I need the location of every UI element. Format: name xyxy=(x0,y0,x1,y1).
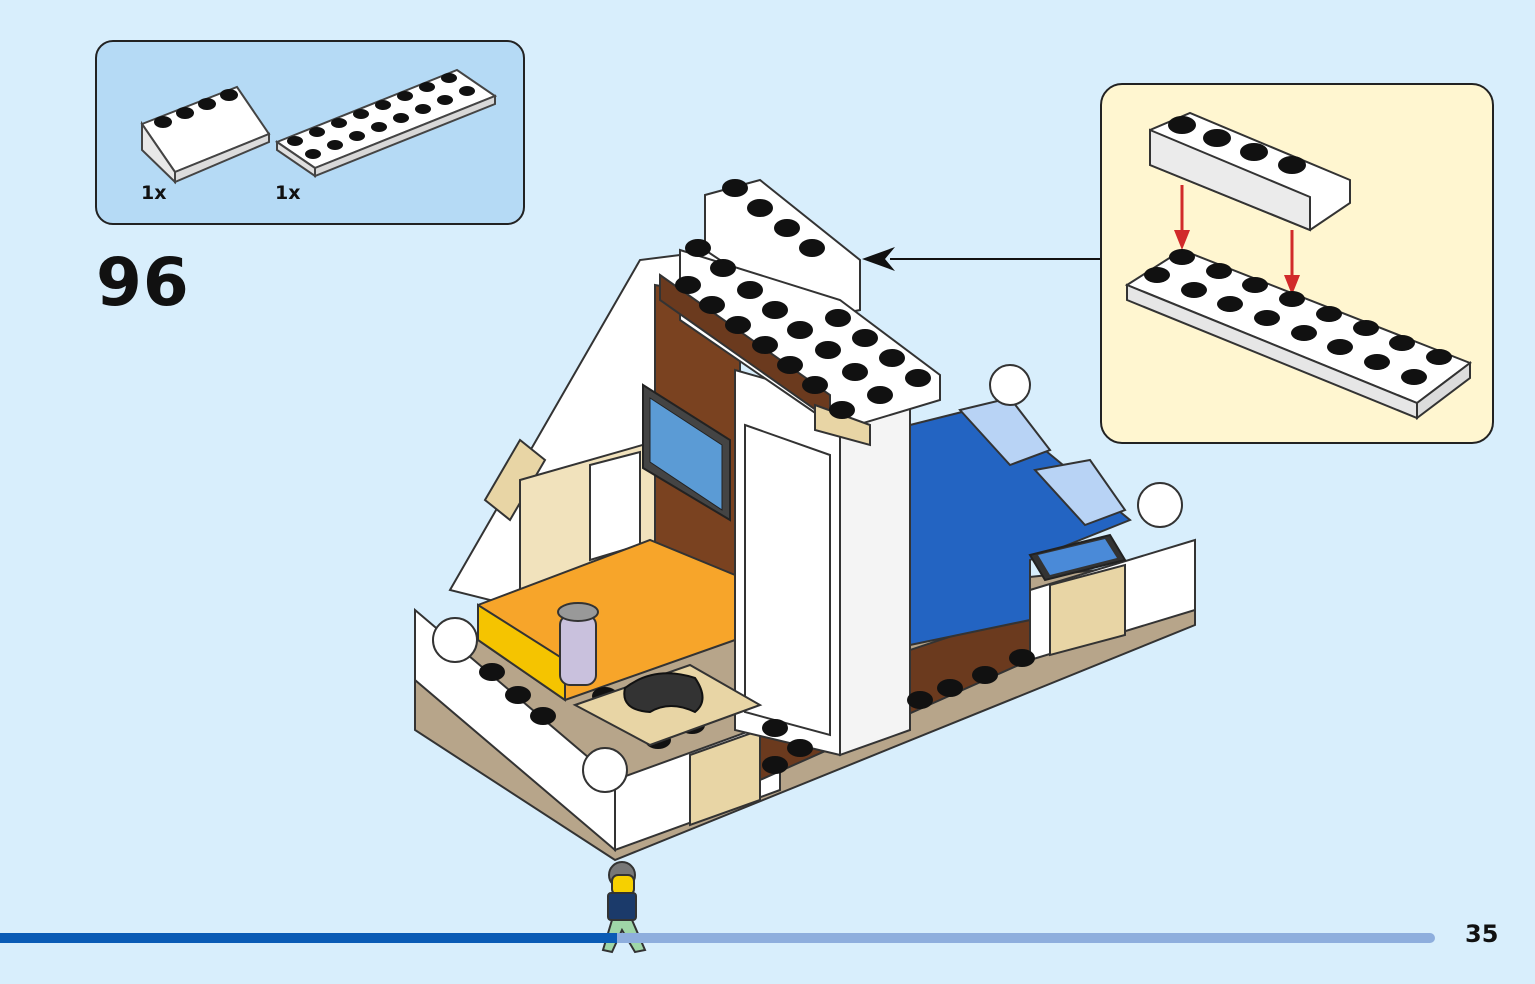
step-number: 96 xyxy=(96,244,190,321)
progress-track xyxy=(0,933,1435,943)
slope-brick-icon xyxy=(140,85,271,185)
callout-illustration xyxy=(1124,111,1473,421)
parts-illustration xyxy=(140,68,498,185)
progress-fill xyxy=(0,933,618,943)
part-count-plate: 1x xyxy=(275,182,301,204)
parts-list-panel: 1x 1x xyxy=(95,40,525,225)
pointer-arrow-head xyxy=(862,247,895,271)
minifigure-icon xyxy=(601,861,647,954)
plate-icon xyxy=(274,68,498,178)
page-number: 35 xyxy=(1465,920,1499,948)
part-count-slope: 1x xyxy=(141,182,167,204)
sub-assembly-callout xyxy=(1100,83,1494,444)
